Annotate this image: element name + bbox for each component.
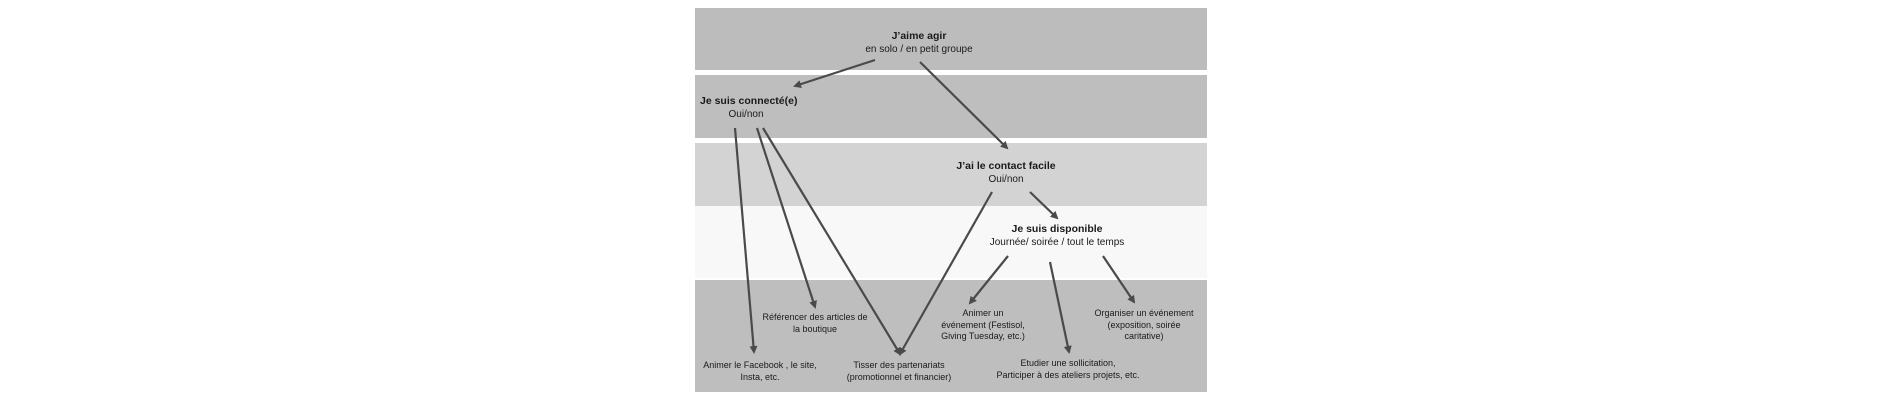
arrow-agir-to-contact	[919, 61, 1009, 150]
leaf-animer-facebook: Animer le Facebook , le site, Insta, etc…	[698, 360, 822, 383]
leaf-organiser-line-1: Organiser un événement	[1094, 308, 1194, 318]
leaf-etudier: Etudier une sollicitation, Participer à …	[984, 358, 1152, 381]
leaf-etudier-line-2: Participer à des ateliers projets, etc.	[996, 369, 1140, 380]
node-je-suis-disponible-title: Je suis disponible	[1011, 223, 1103, 235]
leaf-animer-evenement-line-1: Animer un	[962, 308, 1004, 318]
band-level-5	[695, 280, 1207, 392]
node-je-suis-connecte-title: Je suis connecté(e)	[700, 95, 798, 107]
node-jaime-agir-subtitle: en solo / en petit groupe	[865, 44, 973, 55]
leaf-tisser: Tisser des partenariats (promotionnel et…	[836, 360, 962, 383]
leaf-referencer-line-1: Référencer des articles de	[762, 312, 868, 322]
node-contact-facile-title: J’ai le contact facile	[956, 160, 1056, 172]
leaf-animer-facebook-line-1: Animer le Facebook , le site,	[703, 360, 817, 370]
arrow-disponible-to-organiser	[1102, 255, 1136, 304]
node-je-suis-disponible: Je suis disponible Journée/ soirée / tou…	[981, 223, 1133, 249]
arrow-disponible-to-etudier	[1048, 261, 1072, 354]
arrow-contact-to-disponible	[1029, 191, 1059, 220]
arrow-connecte-to-tisser	[762, 127, 902, 356]
node-je-suis-connecte: Je suis connecté(e) Oui/non	[700, 95, 798, 121]
node-je-suis-connecte-subtitle: Oui/non	[728, 109, 764, 120]
leaf-animer-evenement-line-3: Giving Tuesday, etc.)	[941, 331, 1025, 341]
leaf-tisser-line-1: Tisser des partenariats	[853, 360, 945, 370]
leaf-referencer: Référencer des articles de la boutique	[753, 312, 877, 335]
arrow-agir-to-connecte	[793, 58, 876, 88]
leaf-organiser-line-2: (exposition, soirée	[1107, 319, 1181, 330]
leaf-etudier-line-1: Etudier une sollicitation,	[1020, 358, 1116, 368]
node-contact-facile-subtitle: Oui/non	[988, 174, 1024, 185]
node-jaime-agir-title: J’aime agir	[891, 30, 947, 42]
arrow-connecte-to-referencer	[755, 127, 817, 309]
node-je-suis-disponible-subtitle: Journée/ soirée / tout le temps	[989, 237, 1125, 248]
leaf-organiser-line-3: caritative)	[1124, 331, 1164, 341]
band-level-2	[695, 75, 1207, 138]
arrow-disponible-to-animer-evenement	[968, 255, 1009, 305]
arrow-contact-to-tisser	[899, 191, 993, 356]
band-level-1	[695, 8, 1207, 70]
leaf-referencer-line-2: la boutique	[792, 323, 838, 334]
leaf-tisser-line-2: (promotionnel et financier)	[846, 371, 952, 382]
leaf-animer-evenement-line-2: événement (Festisol,	[941, 319, 1025, 330]
leaf-organiser: Organiser un événement (exposition, soir…	[1090, 308, 1198, 343]
band-level-3	[695, 143, 1207, 206]
node-jaime-agir: J’aime agir en solo / en petit groupe	[860, 30, 978, 56]
arrow-connecte-to-animer-facebook	[733, 127, 758, 354]
node-contact-facile: J’ai le contact facile Oui/non	[948, 160, 1064, 186]
leaf-animer-evenement: Animer un événement (Festisol, Giving Tu…	[936, 308, 1030, 343]
leaf-animer-facebook-line-2: Insta, etc.	[740, 371, 780, 382]
